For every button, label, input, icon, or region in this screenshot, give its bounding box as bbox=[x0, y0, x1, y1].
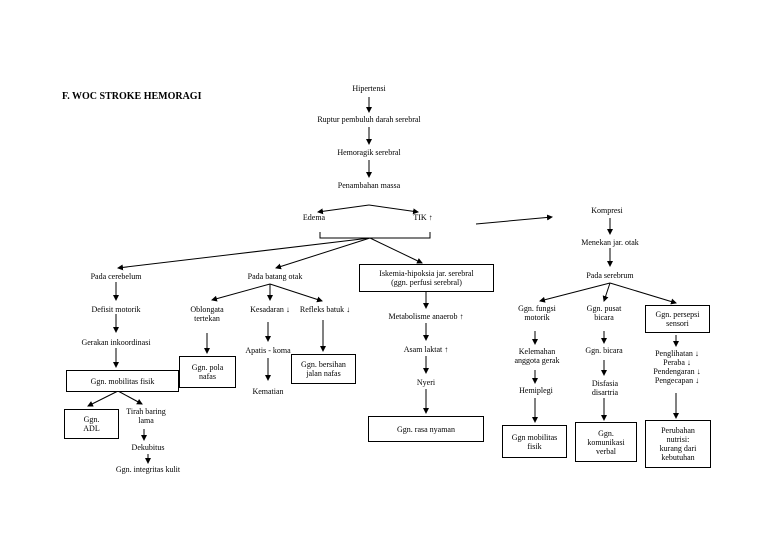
node-kematian: Kematian bbox=[252, 387, 284, 396]
box-ggn-pola-nafas: Ggn. pola nafas bbox=[179, 356, 236, 388]
arrow bbox=[117, 390, 143, 405]
box-ggn-persepsi: Ggn. persepsi sensori bbox=[645, 305, 710, 333]
node-hemiplegi: Hemiplegi bbox=[519, 386, 553, 395]
node-nyeri: Nyeri bbox=[416, 378, 436, 387]
node-asam-laktat: Asam laktat ↑ bbox=[403, 345, 449, 354]
node-apatis: Apatis - koma bbox=[245, 346, 291, 355]
arrow bbox=[275, 237, 371, 270]
node-kesadaran: Kesadaran ↓ bbox=[250, 305, 290, 314]
box-ggn-komunikasi: Ggn. komunikasi verbal bbox=[575, 422, 637, 462]
box-ggn-bersihan: Ggn. bersihan jalan nafas bbox=[291, 354, 356, 384]
node-edema: Edema bbox=[302, 213, 326, 222]
node-ggn-integritas: Ggn. integritas kulit bbox=[115, 465, 181, 474]
node-pada-cerebelum: Pada cerebelum bbox=[90, 272, 142, 281]
node-hemoragik: Hemoragik serebral bbox=[337, 148, 401, 157]
node-menekan: Menekan jar. otak bbox=[581, 238, 639, 247]
node-penambahan: Penambahan massa bbox=[337, 181, 401, 190]
node-disfasia: Disfasia disartria bbox=[591, 379, 619, 397]
arrow bbox=[368, 204, 419, 215]
node-ggn-bicara: Ggn. bicara bbox=[585, 346, 623, 355]
box-ggn-mobilitas-fisik-left: Ggn. mobilitas fisik bbox=[66, 370, 179, 392]
node-pada-batang-otak: Pada batang otak bbox=[247, 272, 303, 281]
node-tirah-baring: Tirah baring lama bbox=[126, 407, 166, 425]
node-ggn-pusat-bicara: Ggn. pusat bicara bbox=[586, 304, 622, 322]
node-dekubitus: Dekubitus bbox=[131, 443, 165, 452]
node-ggn-fungsi-motorik: Ggn. fungsi motorik bbox=[518, 304, 556, 322]
node-defisit-motorik: Defisit motorik bbox=[91, 305, 141, 314]
arrow bbox=[539, 282, 611, 303]
node-hipertensi: Hipertensi bbox=[352, 84, 386, 93]
arrow bbox=[609, 282, 677, 305]
arrow bbox=[317, 204, 370, 215]
arrow bbox=[87, 390, 119, 407]
node-gerakan: Gerakan inkoordinasi bbox=[81, 338, 151, 347]
arrow bbox=[475, 214, 553, 225]
arrow bbox=[269, 283, 323, 303]
box-perubahan-nutrisi: Perubahan nutrisi: kurang dari kebutuhan bbox=[645, 420, 711, 468]
bracket-line bbox=[319, 232, 431, 239]
node-refleks: Refleks batuk ↓ bbox=[299, 305, 351, 314]
box-ggn-adl: Ggn. ADL bbox=[64, 409, 119, 439]
box-iskemia: Iskemia-hipoksia jar. serebral (ggn. per… bbox=[359, 264, 494, 292]
arrow bbox=[211, 283, 271, 302]
node-tik: TIK ↑ bbox=[413, 213, 433, 222]
arrow bbox=[369, 237, 423, 264]
arrow bbox=[117, 237, 371, 271]
node-oblongata: Oblongata tertekan bbox=[190, 305, 224, 323]
node-penglihatan: Penglihatan ↓ Peraba ↓ Pendengaran ↓ Pen… bbox=[653, 349, 701, 385]
node-pada-serebrum: Pada serebrum bbox=[586, 271, 634, 280]
node-ruptur: Ruptur pembuluh darah serebral bbox=[317, 115, 421, 124]
node-kelemahan: Kelemahan anggota gerak bbox=[514, 347, 560, 365]
arrow bbox=[602, 282, 611, 302]
diagram-title: F. WOC STROKE HEMORAGI bbox=[62, 91, 202, 102]
box-ggn-rasa-nyaman: Ggn. rasa nyaman bbox=[368, 416, 484, 442]
node-kompresi: Kompresi bbox=[591, 206, 623, 215]
node-metabolisme: Metabolisme anaerob ↑ bbox=[388, 312, 464, 321]
box-ggn-mobilitas-fisik-right: Ggn mobilitas fisik bbox=[502, 425, 567, 458]
